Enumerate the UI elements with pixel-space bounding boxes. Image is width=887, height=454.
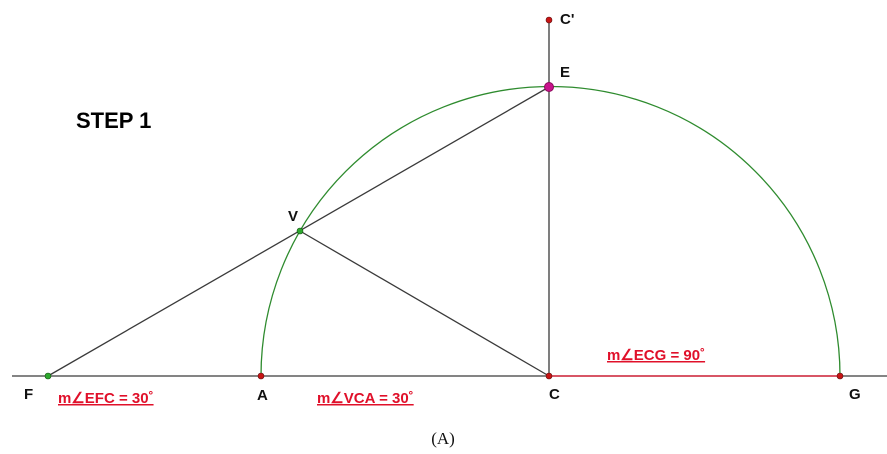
label-f: F xyxy=(24,386,33,403)
label-c-prime: C' xyxy=(560,11,574,28)
measure-efc: m∠EFC = 30˚ xyxy=(58,390,154,407)
point-a xyxy=(257,372,265,380)
step-title: STEP 1 xyxy=(76,108,151,133)
point-f xyxy=(44,372,52,380)
measure-vca: m∠VCA = 30˚ xyxy=(317,390,414,407)
segment-vc xyxy=(299,230,550,377)
point-v xyxy=(296,227,304,235)
label-v: V xyxy=(288,208,298,225)
measure-ecg: m∠ECG = 90˚ xyxy=(607,347,705,364)
figure-caption: (A) xyxy=(431,429,455,448)
label-c: C xyxy=(549,386,560,403)
semicircle-arc xyxy=(260,85,841,377)
label-a: A xyxy=(257,387,268,404)
label-g: G xyxy=(849,386,861,403)
point-e xyxy=(544,82,554,92)
point-g xyxy=(836,372,844,380)
point-c xyxy=(545,372,553,380)
point-c-prime xyxy=(545,16,553,24)
label-e: E xyxy=(560,64,570,81)
